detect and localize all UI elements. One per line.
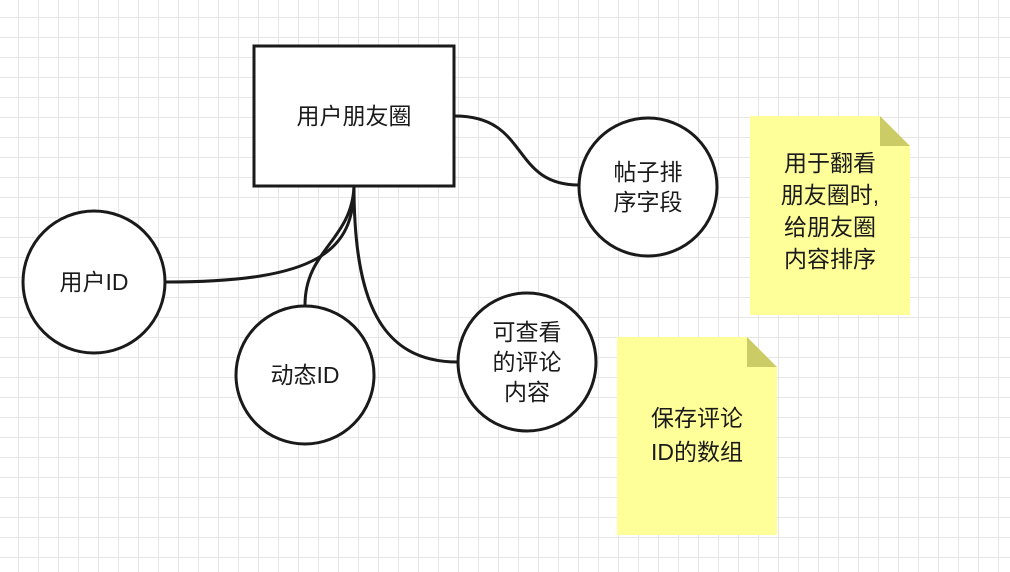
attr-sort-field-circle[interactable] (577, 116, 719, 258)
note-sort-body[interactable] (750, 116, 910, 315)
note-sort-line: 给朋友圈 (784, 214, 876, 240)
entity-label: 用户朋友圈 (254, 46, 454, 186)
attr-post-id-circle[interactable] (234, 304, 376, 446)
attr-visible-comments-circle[interactable] (456, 291, 598, 433)
attr-sort-field-line: 序字段 (613, 189, 683, 215)
note-sort-line: 朋友圈时, (780, 182, 880, 208)
note-sort-text: 用于翻看 朋友圈时, 给朋友圈 内容排序 (750, 146, 910, 276)
note-sort-fold (880, 116, 910, 146)
attr-visible-comments-line: 的评论 (492, 349, 562, 375)
connector-entity-sort-field (454, 114, 580, 187)
attr-visible-comments-label: 可查看 的评论 内容 (458, 293, 596, 431)
attr-user-id-circle[interactable] (21, 209, 167, 355)
attr-user-id-text: 用户ID (59, 269, 129, 295)
note-comment-line: ID的数组 (651, 439, 743, 465)
note-comment-body[interactable] (617, 337, 777, 535)
attr-user-id-label: 用户ID (24, 212, 164, 352)
entity-label-text: 用户朋友圈 (296, 103, 412, 129)
note-comment-line: 保存评论 (651, 405, 743, 431)
note-comment-text: 保存评论 ID的数组 (617, 395, 777, 475)
connector-entity-post-id (303, 185, 356, 306)
note-comment-fold (747, 337, 777, 367)
attr-post-id-label: 动态ID (236, 306, 374, 444)
attr-sort-field-line: 帖子排 (613, 159, 683, 185)
connector-entity-visible-comments (352, 185, 459, 364)
note-sort-line: 内容排序 (784, 246, 876, 272)
attr-sort-field-label: 帖子排 序字段 (579, 118, 717, 256)
attr-visible-comments-line: 内容 (504, 379, 550, 405)
note-sort-line: 用于翻看 (784, 150, 876, 176)
entity-box[interactable] (252, 44, 456, 188)
connector-entity-user-id (165, 185, 356, 284)
attr-visible-comments-line: 可查看 (492, 319, 562, 345)
attr-post-id-text: 动态ID (270, 362, 340, 388)
